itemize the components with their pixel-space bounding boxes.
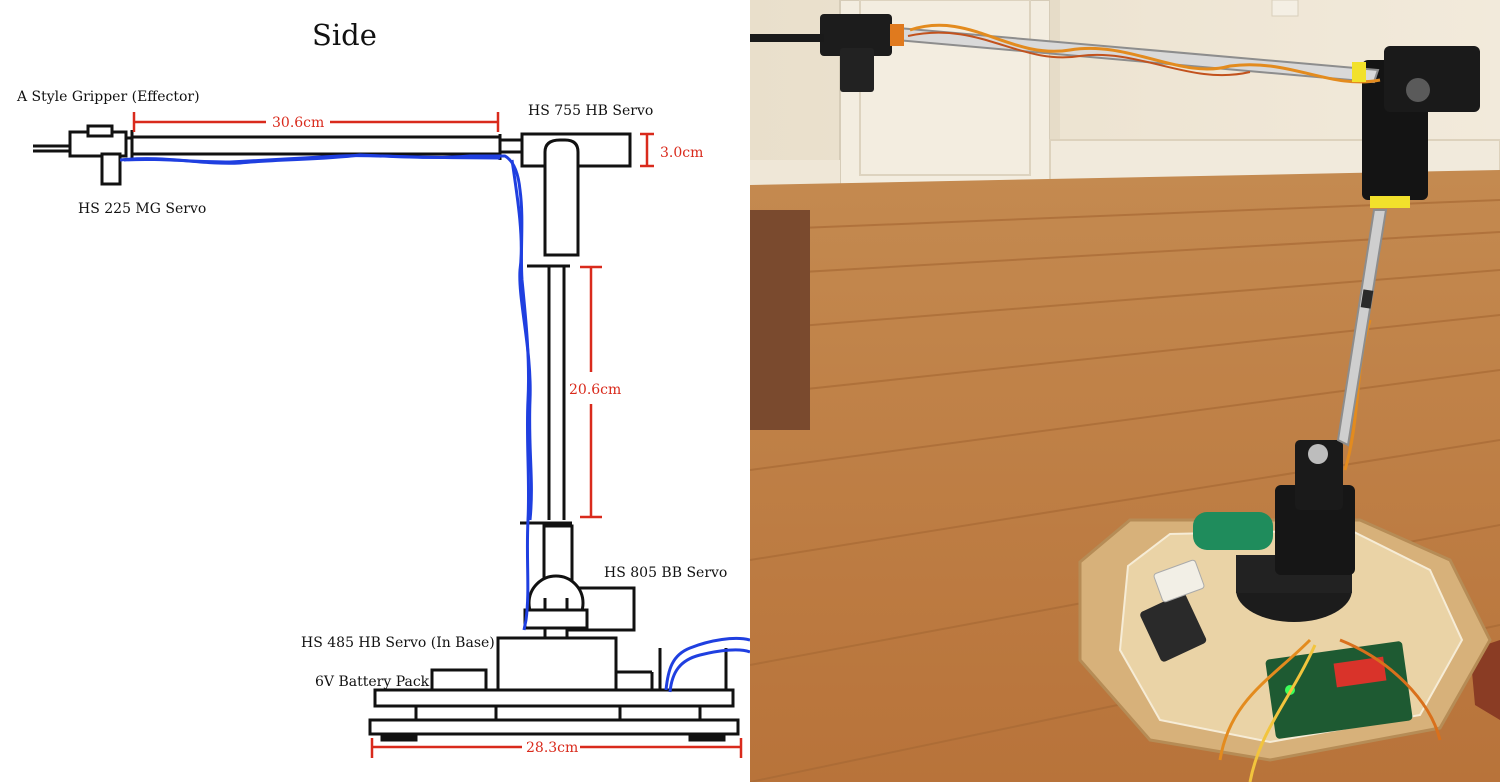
servo-wires	[1218, 319, 1442, 782]
side-view-diagram: Side A Style Gripper (Effector) HS 225 M…	[16, 18, 750, 758]
base-servo-label: HS 485 HB Servo (In Base)	[301, 635, 495, 651]
battery-label: 6V Battery Pack	[315, 674, 430, 690]
elbow-servo-label: HS 755 HB Servo	[528, 103, 653, 119]
upper-arm-tube-photo	[1336, 209, 1388, 447]
base-dimension-text: 28.3cm	[526, 740, 578, 756]
gripper-label: A Style Gripper (Effector)	[16, 89, 200, 105]
controller-board	[1265, 641, 1413, 739]
gripper-drawing	[33, 124, 134, 186]
base-servo	[1236, 440, 1355, 622]
robot-arm-photo	[750, 0, 1500, 782]
upper-arm-dimension	[580, 265, 602, 519]
upper-arm-dimension-text: 20.6cm	[569, 382, 621, 398]
elbow-block-dimension-text: 3.0cm	[660, 145, 703, 161]
forearm-dimension	[132, 112, 500, 132]
diagram-title: Side	[312, 18, 377, 52]
elbow-servo-drawing	[520, 132, 632, 257]
elbow-servo-photo	[1362, 46, 1480, 208]
shoulder-servo-label: HS 805 BB Servo	[604, 565, 727, 581]
forearm-dimension-text: 30.6cm	[272, 115, 324, 131]
gripper-photo	[750, 14, 904, 92]
battery-pack	[1140, 512, 1273, 662]
shoulder-servo-drawing	[523, 524, 636, 640]
base-dimension	[370, 738, 743, 758]
elbow-block-dimension	[640, 132, 654, 168]
base-drawing	[368, 636, 740, 742]
servo-wire	[119, 153, 750, 693]
wrist-servo-label: HS 225 MG Servo	[78, 201, 206, 217]
